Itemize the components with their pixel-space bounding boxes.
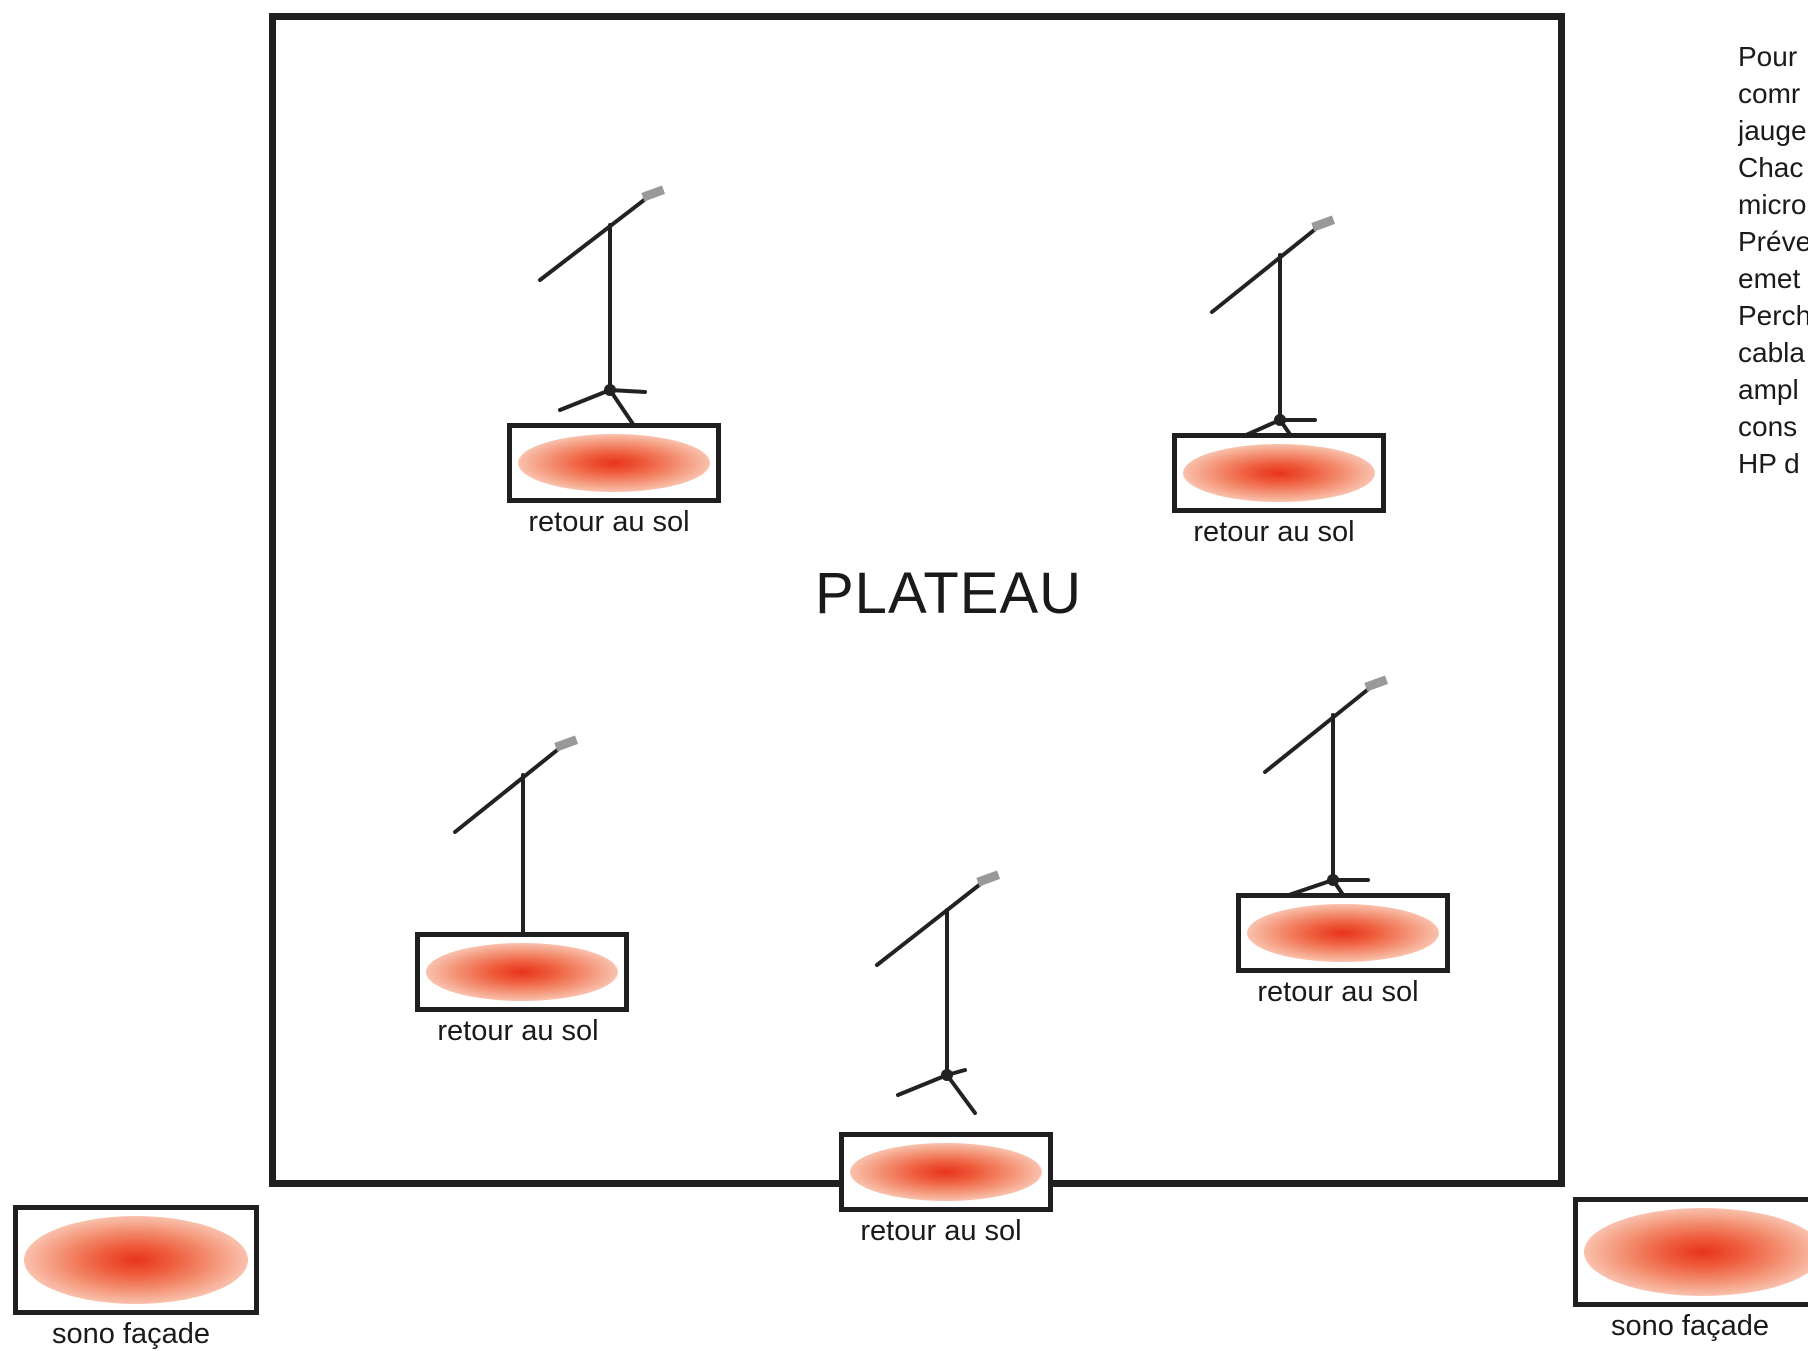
notes-line: Chac (1738, 152, 1804, 183)
front-speaker (1573, 1197, 1808, 1307)
monitor-label: retour au sol (437, 1015, 599, 1047)
mic-stand-icon (538, 185, 666, 432)
stage-title: PLATEAU (815, 561, 1083, 626)
speaker-glow (1247, 904, 1439, 962)
monitor-label: retour au sol (1193, 516, 1355, 548)
notes-panel: Pour comr jauge Chac micro Préve emet Pe… (1738, 38, 1808, 482)
notes-line: Pour (1738, 41, 1798, 72)
notes-line: Perch (1738, 300, 1808, 331)
notes-line: emet (1738, 263, 1801, 294)
notes-line: Préve (1738, 226, 1808, 257)
monitor-label: retour au sol (528, 506, 690, 538)
front-speaker-label: sono façade (1610, 1310, 1770, 1342)
notes-line: comr (1738, 78, 1801, 109)
notes-line: cons (1738, 411, 1798, 442)
notes-line: ampl (1738, 374, 1799, 405)
monitor-speaker (839, 1132, 1053, 1212)
mic-stand-icon (1263, 675, 1389, 919)
mic-stand-icon (875, 870, 1001, 1115)
speaker-glow (24, 1216, 248, 1304)
monitor-speaker (507, 423, 721, 503)
monitor-speaker (1172, 433, 1386, 513)
mic-stand-icon (1210, 215, 1336, 462)
notes-line: micro (1738, 189, 1807, 220)
notes-line: cabla (1738, 337, 1805, 368)
speaker-glow (426, 943, 618, 1001)
speaker-glow (850, 1143, 1042, 1201)
front-speaker-label: sono façade (51, 1318, 211, 1350)
speaker-glow (1584, 1208, 1808, 1296)
speaker-glow (518, 434, 710, 492)
monitor-speaker (415, 932, 629, 1012)
notes-line: jauge (1738, 115, 1807, 146)
speaker-glow (1183, 444, 1375, 502)
monitor-label: retour au sol (860, 1215, 1022, 1247)
monitor-speaker (1236, 893, 1450, 973)
front-speaker (13, 1205, 259, 1315)
notes-line: HP d (1738, 448, 1800, 479)
monitor-label: retour au sol (1257, 976, 1419, 1008)
